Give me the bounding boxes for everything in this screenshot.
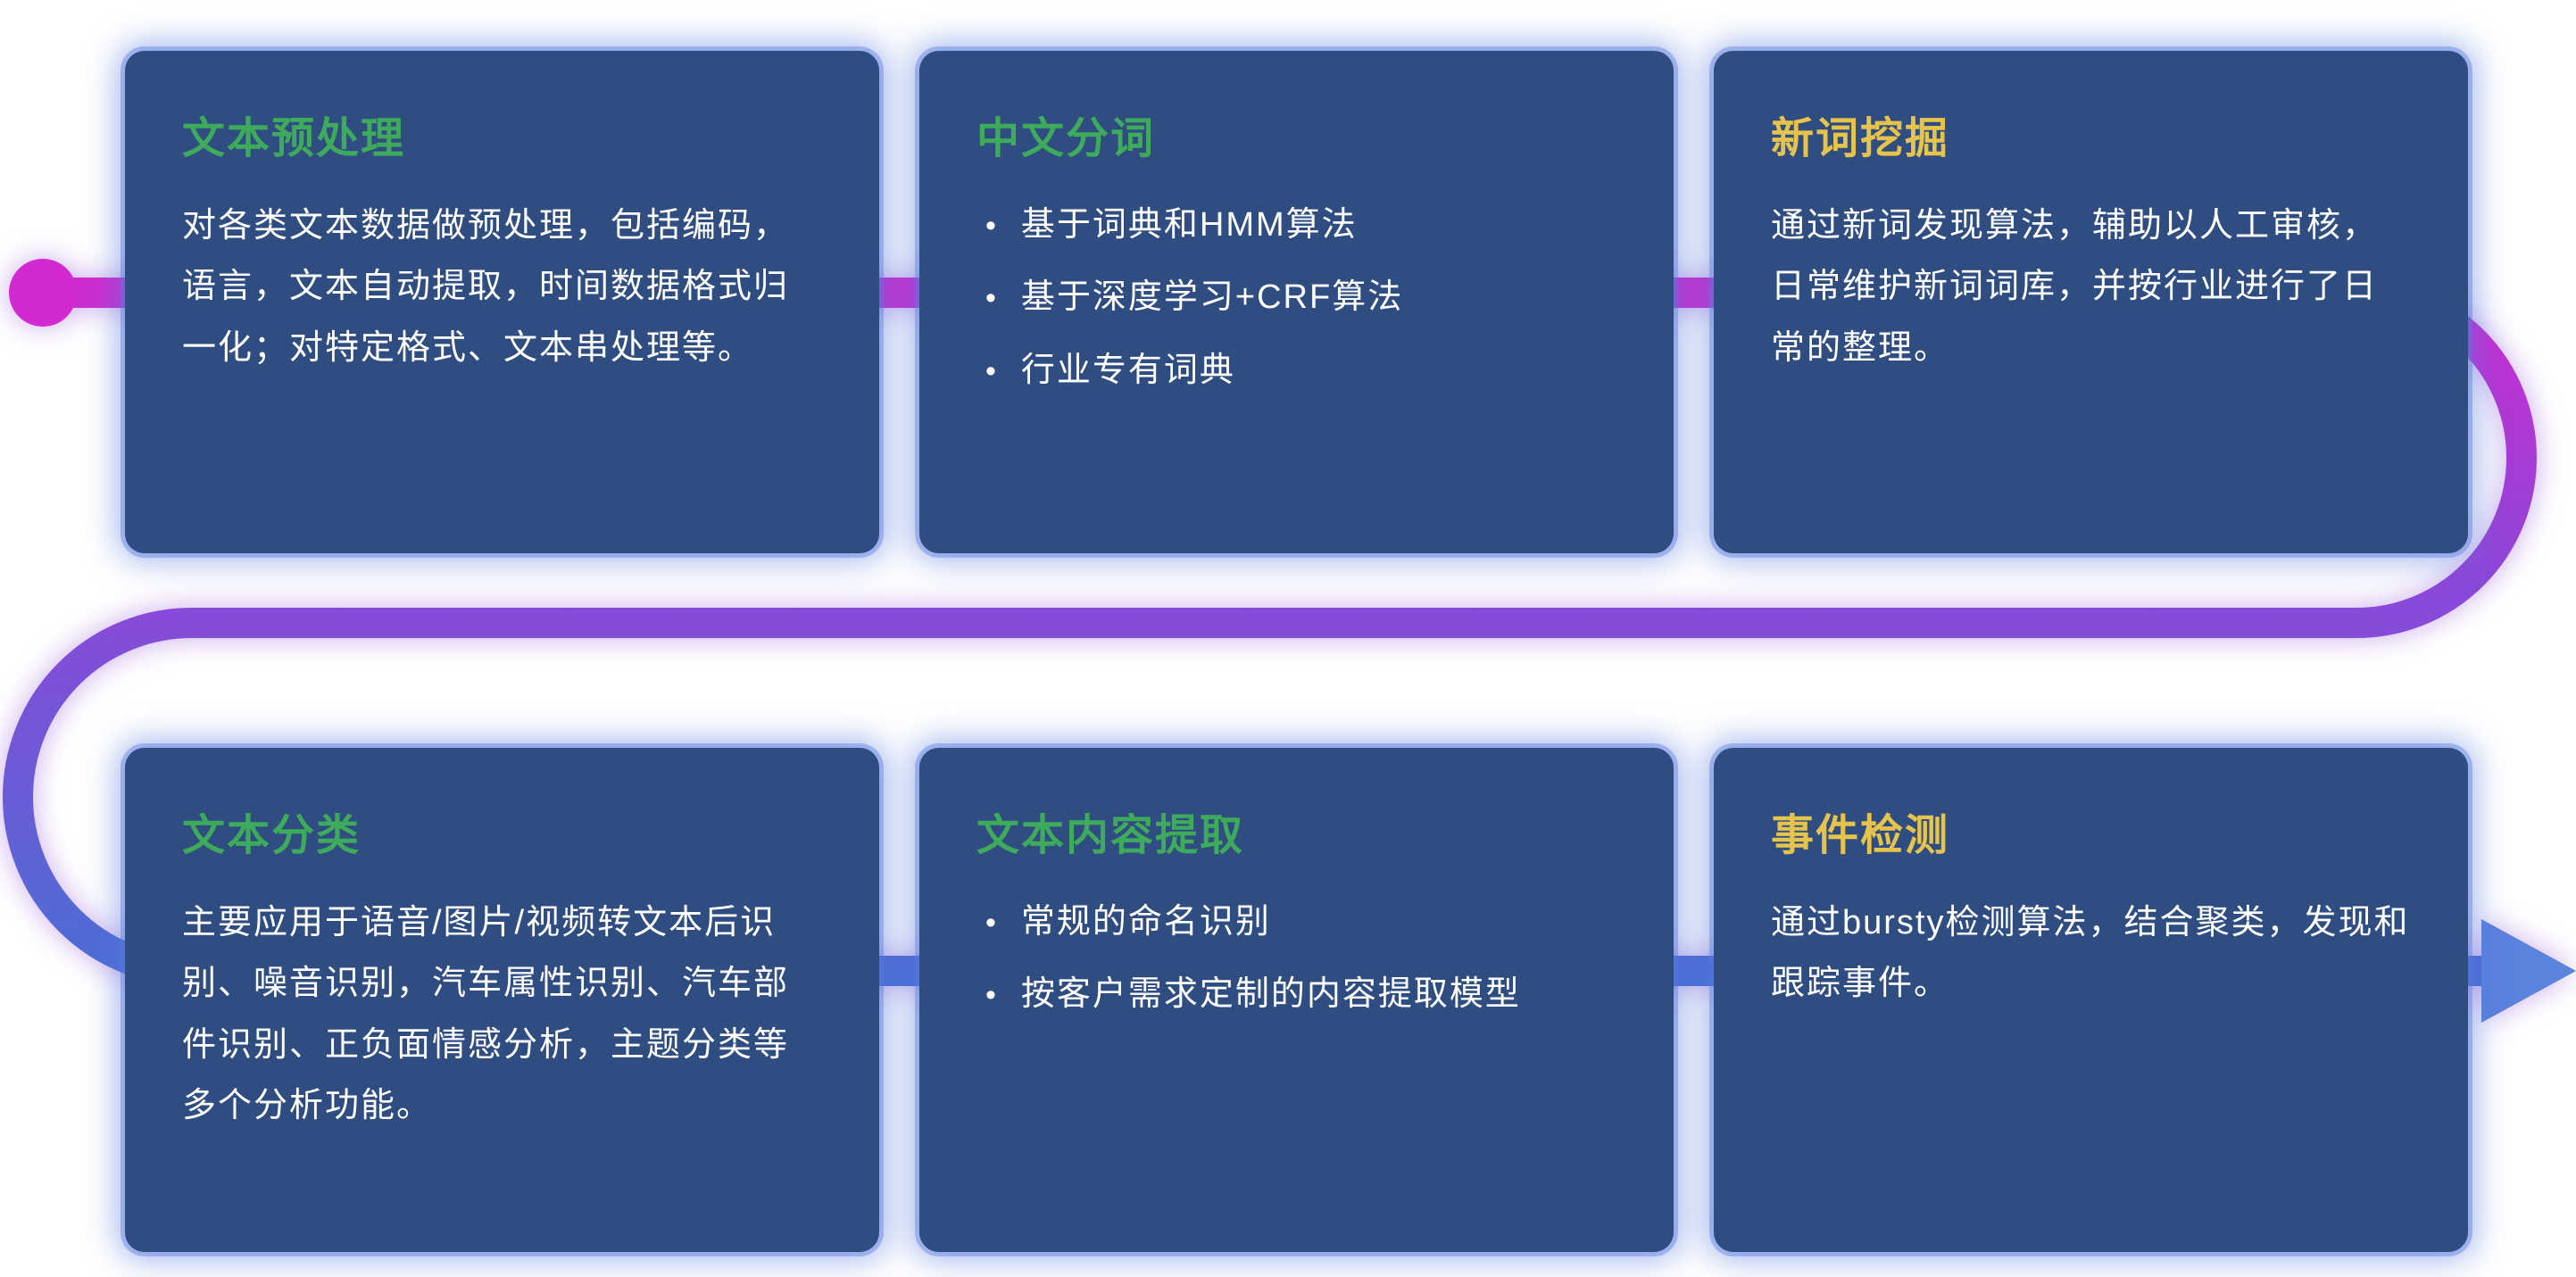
card-text-content-extraction: 文本内容提取 常规的命名识别 按客户需求定制的内容提取模型 — [919, 748, 1674, 1252]
card-title: 事件检测 — [1771, 812, 1950, 859]
card-event-detection: 事件检测 通过bursty检测算法，结合聚类，发现和跟踪事件。 — [1714, 748, 2468, 1252]
flow-start-dot — [9, 259, 77, 327]
card-title: 文本分类 — [182, 812, 361, 859]
bullet-icon — [985, 341, 998, 401]
card-chinese-word-segmentation: 中文分词 基于词典和HMM算法 基于深度学习+CRF算法 行业专有词典 — [919, 51, 1674, 553]
list-item-text: 常规的命名识别 — [1020, 903, 1271, 941]
bullet-icon — [985, 965, 998, 1024]
card-new-word-mining: 新词挖掘 通过新词发现算法，辅助以人工审核，日常维护新词词库，并按行业进行了日常… — [1714, 51, 2468, 553]
list-item-text: 基于深度学习+CRF算法 — [1020, 278, 1404, 317]
card-title: 文本预处理 — [182, 115, 406, 162]
list-item: 按客户需求定制的内容提取模型 — [985, 965, 1616, 1024]
list-item-text: 基于词典和HMM算法 — [1020, 206, 1358, 244]
card-bullet-list: 基于词典和HMM算法 基于深度学习+CRF算法 行业专有词典 — [976, 195, 1616, 401]
list-item: 基于深度学习+CRF算法 — [985, 268, 1616, 328]
bullet-icon — [985, 195, 998, 255]
list-item: 基于词典和HMM算法 — [985, 195, 1616, 255]
list-item-text: 按客户需求定制的内容提取模型 — [1020, 975, 1521, 1014]
card-title: 中文分词 — [976, 115, 1156, 162]
flow-line — [3, 278, 2537, 986]
card-title: 文本内容提取 — [976, 812, 1245, 859]
card-text-preprocessing: 文本预处理 对各类文本数据做预处理，包括编码，语言，文本自动提取，时间数据格式归… — [125, 51, 879, 553]
card-body-text: 主要应用于语音/图片/视频转文本后识别、噪音识别，汽车属性识别、汽车部件识别、正… — [182, 904, 790, 1125]
card-body-text: 对各类文本数据做预处理，包括编码，语言，文本自动提取，时间数据格式归一化；对特定… — [182, 207, 790, 367]
list-item: 行业专有词典 — [985, 341, 1616, 401]
bullet-icon — [985, 268, 998, 328]
list-item: 常规的命名识别 — [985, 892, 1616, 952]
bullet-icon — [985, 892, 998, 952]
card-body-text: 通过bursty检测算法，结合聚类，发现和跟踪事件。 — [1771, 904, 2410, 1003]
card-body-text: 通过新词发现算法，辅助以人工审核，日常维护新词词库，并按行业进行了日常的整理。 — [1771, 207, 2379, 367]
flow-arrow-icon — [2481, 919, 2576, 1023]
card-title: 新词挖掘 — [1771, 115, 1950, 162]
card-text-classification: 文本分类 主要应用于语音/图片/视频转文本后识别、噪音识别，汽车属性识别、汽车部… — [125, 748, 879, 1252]
list-item-text: 行业专有词典 — [1020, 351, 1235, 389]
card-bullet-list: 常规的命名识别 按客户需求定制的内容提取模型 — [976, 892, 1616, 1025]
